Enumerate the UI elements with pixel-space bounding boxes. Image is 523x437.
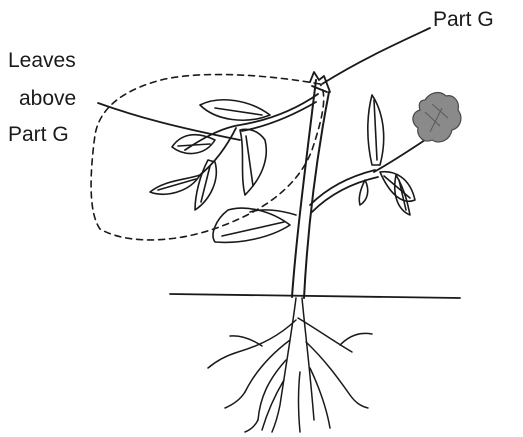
leaf bbox=[200, 100, 270, 120]
leaf bbox=[246, 136, 253, 186]
leaf bbox=[215, 108, 262, 115]
soil-line bbox=[170, 294, 460, 298]
roots bbox=[208, 298, 372, 432]
right-leaves bbox=[359, 95, 415, 215]
leaves-label-line-2: above bbox=[19, 87, 76, 111]
leaf bbox=[359, 180, 367, 205]
dashed-region-outline bbox=[91, 75, 324, 240]
upper-left-branch bbox=[185, 94, 318, 175]
leaves-label-line-3: Part G bbox=[8, 123, 69, 147]
part-g-leader-line bbox=[322, 28, 430, 84]
leaves-above-part-g bbox=[150, 100, 270, 210]
leaf bbox=[178, 144, 210, 146]
part-g-label: Part G bbox=[433, 8, 494, 32]
flower bbox=[413, 93, 461, 142]
part-g-stem-tip bbox=[310, 72, 330, 92]
leaf bbox=[374, 100, 377, 160]
leaves-label-line-1: Leaves bbox=[8, 49, 76, 73]
